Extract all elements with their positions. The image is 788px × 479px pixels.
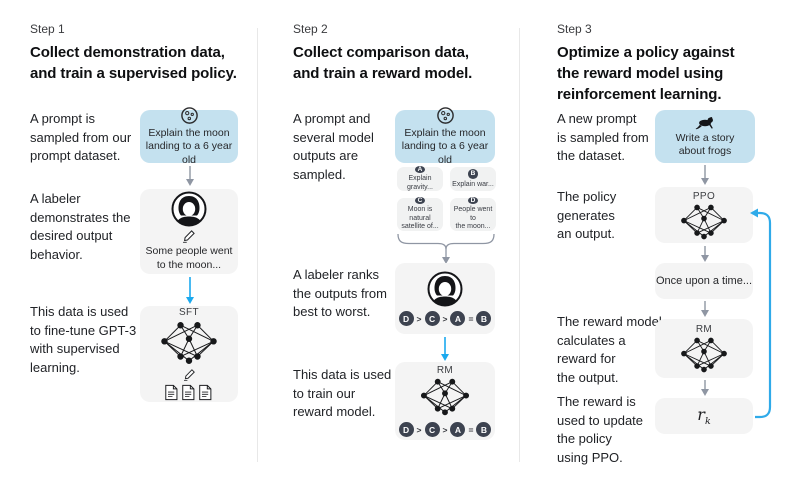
step1-prompt-box: Explain the moon landing to a 6 year old bbox=[140, 106, 238, 166]
arrow-down-icon bbox=[701, 165, 709, 185]
step2-caption-train: This data is used to train our reward mo… bbox=[293, 367, 392, 419]
step3-heading: Optimize a policy against the reward mod… bbox=[557, 44, 735, 103]
rank-badge: B bbox=[476, 311, 492, 326]
rank-separator: = bbox=[468, 424, 474, 435]
rank-badge: C bbox=[424, 422, 440, 437]
rank-badge: D bbox=[398, 422, 414, 437]
rank-separator: > bbox=[442, 313, 448, 324]
rank-badge: C bbox=[424, 311, 440, 326]
arrow-down-icon bbox=[701, 380, 709, 396]
arrow-down-blue-icon bbox=[186, 277, 194, 304]
output-letter-badge: B bbox=[468, 169, 478, 179]
pencil-icon bbox=[182, 229, 196, 243]
step1-labeler-output-text: Some people went to the moon... bbox=[145, 245, 233, 271]
output-box-b: B Explain war... bbox=[450, 167, 496, 191]
arrow-down-icon bbox=[186, 166, 194, 186]
output-letter-badge: D bbox=[468, 197, 478, 205]
step2-caption-sampled: A prompt and several model outputs are s… bbox=[293, 111, 374, 182]
step3-caption-policy: The policy generates an output. bbox=[557, 189, 617, 241]
labeler-avatar-icon bbox=[171, 191, 207, 227]
rank-separator: > bbox=[416, 424, 422, 435]
pencil-icon bbox=[183, 368, 196, 381]
output-box-d: D People went to the moon... bbox=[450, 197, 496, 231]
step1-label: Step 1 bbox=[30, 22, 65, 36]
column-divider bbox=[257, 28, 258, 462]
step2-heading: Collect comparison data, and train a rew… bbox=[293, 44, 473, 82]
sft-model-label: SFT bbox=[178, 307, 200, 318]
reward-value: rk bbox=[697, 404, 711, 428]
step1-heading: Collect demonstration data, and train a … bbox=[30, 44, 237, 82]
output-box-c: C Moon is natural satellite of... bbox=[397, 197, 443, 231]
rank-separator: > bbox=[416, 313, 422, 324]
step2-caption-ranks: A labeler ranks the outputs from best to… bbox=[293, 267, 387, 319]
output-letter-badge: A bbox=[415, 166, 425, 173]
step1-caption-prompt: A prompt is sampled from our prompt data… bbox=[30, 111, 132, 163]
rm-model-label: RM bbox=[695, 324, 713, 335]
feedback-loop-arrow-icon bbox=[750, 208, 772, 419]
step1-caption-finetune: This data is used to fine-tune GPT-3 wit… bbox=[30, 304, 137, 375]
step1-caption-labeler: A labeler demonstrates the desired outpu… bbox=[30, 191, 131, 262]
step3-label: Step 3 bbox=[557, 22, 592, 36]
step3-rm-box: RM bbox=[655, 319, 753, 378]
rm-model-label: RM bbox=[436, 365, 454, 376]
moon-icon bbox=[436, 106, 455, 125]
ranking-row: D > C > A = B bbox=[398, 311, 492, 326]
step2-label: Step 2 bbox=[293, 22, 328, 36]
output-box-a: A Explain gravity... bbox=[397, 166, 443, 191]
brace-connector-icon bbox=[397, 234, 495, 264]
column-divider bbox=[519, 28, 520, 462]
neural-network-icon bbox=[681, 337, 727, 373]
frog-icon bbox=[695, 115, 716, 130]
ranking-row: D > C > A = B bbox=[398, 422, 492, 437]
step3-caption-reward-calc: The reward model calculates a reward for… bbox=[557, 314, 662, 385]
output-label: Explain war... bbox=[452, 180, 494, 188]
step2-rm-box: RM D > C > A = B bbox=[395, 362, 495, 440]
step3-caption-update: The reward is used to update the policy … bbox=[557, 394, 644, 465]
rank-badge: B bbox=[476, 422, 492, 437]
neural-network-icon bbox=[161, 321, 217, 365]
documents-icon bbox=[164, 384, 214, 401]
step3-caption-new-prompt: A new prompt is sampled from the dataset… bbox=[557, 111, 649, 163]
step1-sft-box: SFT bbox=[140, 306, 238, 402]
arrow-down-icon bbox=[701, 301, 709, 317]
moon-icon bbox=[180, 106, 199, 125]
step2-prompt-text: Explain the moon landing to a 6 year old bbox=[401, 126, 489, 166]
neural-network-icon bbox=[681, 204, 727, 240]
step2-prompt-box: Explain the moon landing to a 6 year old bbox=[395, 106, 495, 166]
neural-network-icon bbox=[421, 378, 469, 416]
rank-badge: A bbox=[450, 311, 466, 326]
output-label: People went to the moon... bbox=[453, 206, 493, 231]
rank-badge: D bbox=[398, 311, 414, 326]
arrow-down-blue-icon bbox=[441, 337, 449, 361]
output-label: Moon is natural satellite of... bbox=[401, 206, 439, 231]
rank-separator: > bbox=[442, 424, 448, 435]
step3-output-box: Once upon a time... bbox=[655, 263, 753, 299]
step1-prompt-text: Explain the moon landing to a 6 year old bbox=[145, 126, 233, 166]
step2-labeler-box: D > C > A = B bbox=[395, 263, 495, 334]
rank-separator: = bbox=[468, 313, 474, 324]
step3-prompt-box: Write a story about frogs bbox=[655, 110, 755, 163]
labeler-avatar-icon bbox=[427, 271, 463, 307]
rank-badge: A bbox=[450, 422, 466, 437]
step3-output-text: Once upon a time... bbox=[656, 275, 752, 287]
step1-labeler-box: Some people went to the moon... bbox=[140, 189, 238, 274]
output-label: Explain gravity... bbox=[407, 175, 433, 191]
output-letter-badge: C bbox=[415, 197, 425, 205]
ppo-model-label: PPO bbox=[692, 190, 716, 202]
arrow-down-icon bbox=[701, 246, 709, 262]
step3-prompt-text: Write a story about frogs bbox=[675, 131, 735, 158]
step3-ppo-box: PPO bbox=[655, 187, 753, 243]
step3-reward-box: rk bbox=[655, 398, 753, 434]
